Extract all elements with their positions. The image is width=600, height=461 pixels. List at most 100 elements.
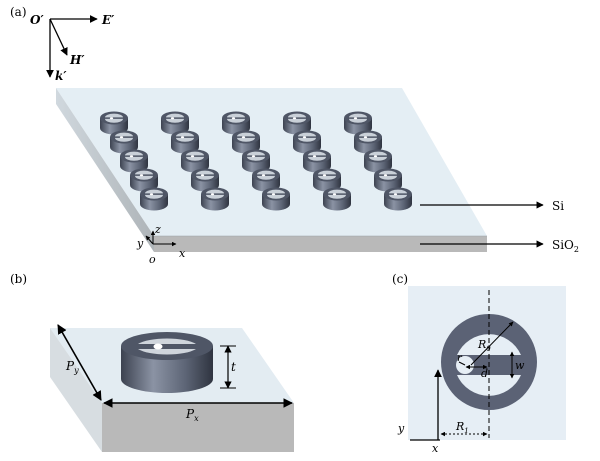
pillar-hole xyxy=(292,117,297,120)
pillar xyxy=(242,149,270,173)
coord-a-z: z xyxy=(154,223,161,236)
pillar-slot xyxy=(237,132,255,142)
pillar-slot xyxy=(359,132,377,142)
pillar xyxy=(344,111,372,135)
coord-a-y-axis xyxy=(145,235,154,245)
h-field-arrow xyxy=(49,18,68,56)
pillar-slot xyxy=(369,151,387,161)
pillar-hole xyxy=(302,136,307,139)
panel-a: (a) O′ E′ H′ k′ Si SiO2 xyxy=(10,5,579,266)
substrate-left-face xyxy=(56,88,154,252)
pillar-hole xyxy=(271,193,276,196)
r0-arrow xyxy=(470,321,514,366)
pillar-hole xyxy=(231,117,236,120)
coords-a: z y x o xyxy=(136,223,186,266)
pillar-hole xyxy=(170,117,175,120)
pillar xyxy=(364,149,392,173)
pillar xyxy=(161,111,190,135)
pillar xyxy=(303,149,331,173)
coord-a-o: o xyxy=(149,253,156,266)
pillar-hole xyxy=(322,174,327,177)
panel-c-tag: (c) xyxy=(392,272,408,286)
pillar-slot xyxy=(247,151,265,161)
panel-b: (b) Py Px t xyxy=(10,272,294,452)
pillar xyxy=(323,187,351,211)
py-label: Py xyxy=(65,359,79,375)
py-arrow xyxy=(57,324,102,401)
pillar-slot xyxy=(186,151,204,161)
pillar-slot xyxy=(105,113,123,123)
pillar-hole xyxy=(139,174,144,177)
pillar-slot xyxy=(125,151,143,161)
pillar xyxy=(110,130,138,154)
pillar xyxy=(313,168,341,192)
panel-a-tag: (a) xyxy=(10,5,27,19)
pillar-slot xyxy=(349,113,367,123)
unit-cell-pillar xyxy=(121,332,213,393)
pillar-hole xyxy=(332,193,337,196)
pillar-slot xyxy=(176,132,194,142)
r-label: r xyxy=(457,353,463,364)
coord-a-y: y xyxy=(136,237,144,250)
w-label: w xyxy=(515,359,525,372)
pillar-slot xyxy=(166,113,184,123)
pillar-slot xyxy=(267,189,285,199)
r0-label: R0 xyxy=(477,338,491,353)
unit-cell-front-face xyxy=(102,403,294,452)
e-field-label: E′ xyxy=(101,13,115,27)
pillar xyxy=(120,149,148,173)
pillar xyxy=(181,149,209,173)
pillar-hole xyxy=(109,117,114,120)
pillar-slot xyxy=(196,170,214,180)
pillar xyxy=(171,130,199,154)
pillar xyxy=(191,168,219,192)
coord-a-x: x xyxy=(179,247,186,260)
sio2-label: SiO2 xyxy=(552,238,579,254)
pillar xyxy=(374,168,402,192)
pillar-hole xyxy=(383,174,388,177)
pillar-hole xyxy=(251,155,256,158)
pillar xyxy=(293,130,321,154)
pillar xyxy=(283,111,311,135)
pillar-hole xyxy=(210,193,215,196)
pillar-slot xyxy=(206,189,224,199)
pillar-hole xyxy=(363,136,368,139)
unit-cell-pillar-slot-upper xyxy=(138,338,196,344)
pillar-hole xyxy=(353,117,358,120)
pillar xyxy=(130,168,159,192)
unit-cell-pillar-hole xyxy=(153,343,163,350)
px-label: Px xyxy=(185,407,199,423)
pillar xyxy=(140,187,168,211)
t-label: t xyxy=(231,360,236,374)
si-label: Si xyxy=(552,199,564,213)
d-label: d xyxy=(481,367,488,380)
substrate-front-face xyxy=(154,236,487,252)
pillar-slot xyxy=(288,113,306,123)
beam-axes: O′ E′ H′ k′ xyxy=(30,13,115,83)
coord-c-x: x xyxy=(432,442,439,455)
pillar-array xyxy=(100,111,412,211)
pillar xyxy=(232,130,260,154)
pillar xyxy=(201,187,229,211)
pillar-slot xyxy=(379,170,397,180)
r-arrow xyxy=(458,361,466,366)
origin-label: O′ xyxy=(30,13,44,27)
pillar-slot xyxy=(257,170,275,180)
pillar-slot xyxy=(389,189,407,199)
coord-c-y: y xyxy=(397,422,405,435)
pillar-hole xyxy=(200,174,205,177)
pillar xyxy=(384,187,412,211)
pillar-hole xyxy=(149,193,154,196)
pillar-slot xyxy=(318,170,336,180)
pillar-hole xyxy=(180,136,185,139)
pillar xyxy=(252,168,280,192)
pillar-hole xyxy=(261,174,266,177)
panel-b-tag: (b) xyxy=(10,272,27,286)
pillar-slot xyxy=(328,189,346,199)
pillar xyxy=(354,130,382,154)
pillar xyxy=(100,111,128,135)
r1-label: R1 xyxy=(455,420,469,435)
pillar xyxy=(262,187,290,211)
panel-c: (c) R0 r d w R1 y x xyxy=(392,272,566,455)
